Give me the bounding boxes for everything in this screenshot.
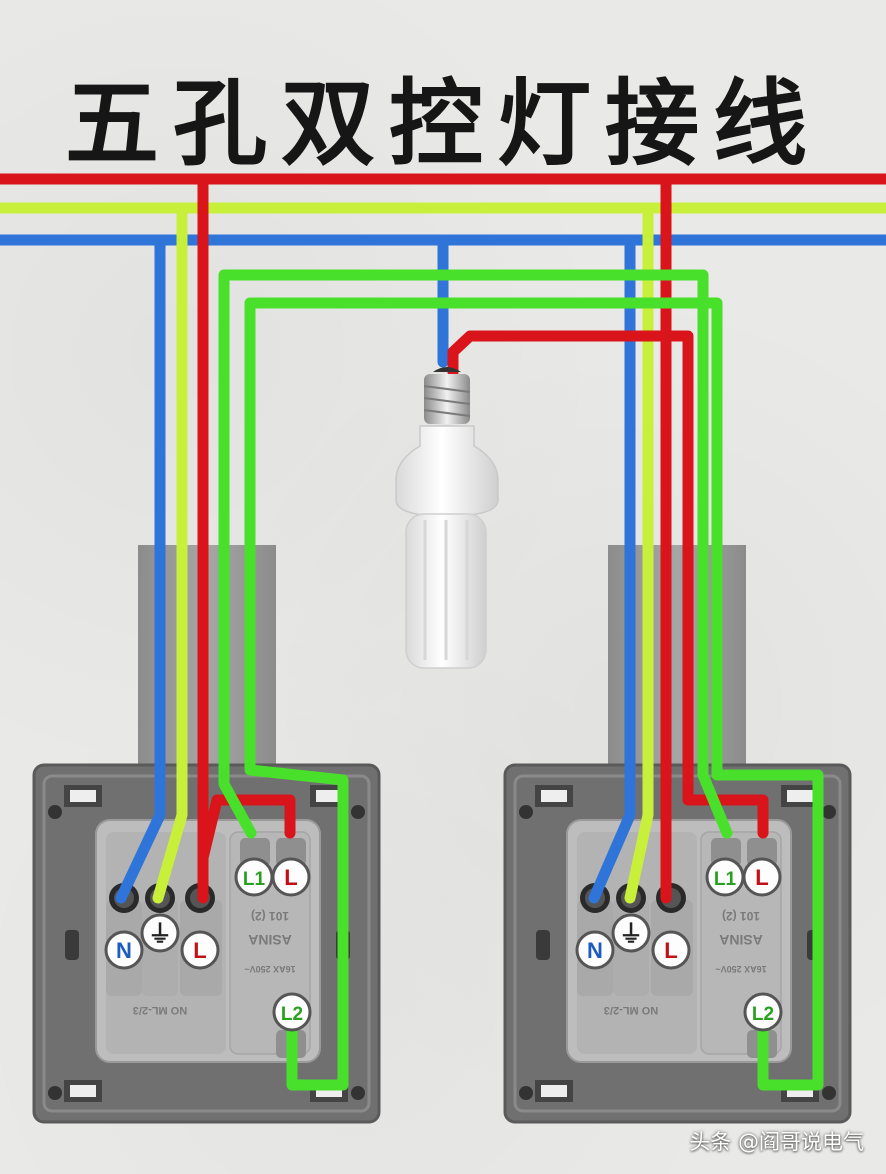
module-rating-text: 16AX 250V~ <box>244 964 295 974</box>
mount-frame-right <box>513 774 842 1113</box>
watermark: 头条 @阎哥说电气 <box>689 1130 864 1154</box>
earth-branch-left <box>152 202 188 904</box>
module-positions-text: 101 (2) <box>251 909 289 923</box>
module-brand-text: ASINA <box>719 932 763 948</box>
terminal-live-socket-label: L <box>664 938 677 963</box>
page-title: 五孔双控灯接线 <box>64 70 821 179</box>
module-brand-text: ASINA <box>248 932 292 948</box>
module-positions-text: 101 (2) <box>722 909 760 923</box>
terminal-earth-label: ⏚ <box>148 921 172 948</box>
neutral-branch-right <box>588 234 636 904</box>
lamp-live-wire <box>447 330 769 839</box>
module-model-text: NO ML-2/3 <box>604 1004 658 1016</box>
neutral-branch-left <box>115 234 166 904</box>
terminal-l1-label: L1 <box>243 869 266 890</box>
terminal-live-socket-label: L <box>193 938 206 963</box>
control-wire-l1 <box>218 269 733 839</box>
terminal-neutral-label: N <box>116 938 132 963</box>
terminal-l2-label: L2 <box>281 1004 303 1025</box>
terminal-earth-label: ⏚ <box>619 921 643 948</box>
cfl-bulb <box>395 367 499 669</box>
terminal-l1-label: L1 <box>714 869 737 890</box>
live-jumper-left <box>197 794 296 864</box>
module-model-text: NO ML-2/3 <box>133 1004 187 1016</box>
module-rating-text: 16AX 250V~ <box>715 964 766 974</box>
terminal-common-label: L <box>755 865 768 890</box>
terminal-neutral-label: N <box>587 938 603 963</box>
control-wire-l2 <box>244 297 824 1091</box>
earth-branch-right <box>624 202 654 904</box>
terminal-l2-label: L2 <box>752 1004 774 1025</box>
terminal-common-label: L <box>284 865 297 890</box>
